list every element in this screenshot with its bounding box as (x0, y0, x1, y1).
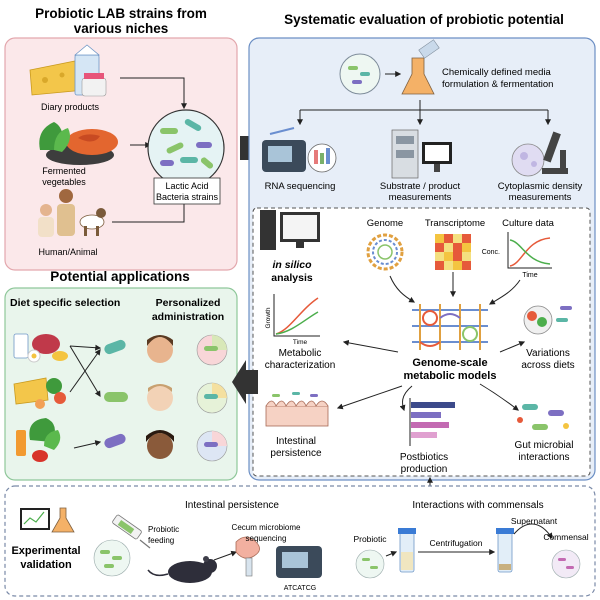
gut-interactions-icon (517, 404, 569, 430)
personalized-label-line1: Personalized (156, 297, 221, 309)
tube-2-icon (496, 528, 514, 573)
commensal-label: Commensal (543, 532, 588, 542)
lab-label-box (153, 177, 221, 205)
growth-axis-label: Growth (265, 307, 272, 328)
postbiotics-label-line2: production (401, 464, 448, 475)
diet-vegetables-icon (16, 418, 61, 462)
personalized-label-line2: administration (152, 311, 224, 323)
genome-label: Genome (367, 218, 403, 229)
variations-label-line2: across diets (521, 360, 574, 371)
metabolic-label-line2: characterization (265, 360, 336, 371)
substrate-label-line2: measurements (389, 192, 452, 203)
personalized-pie-2 (196, 382, 228, 414)
growth-time-label: Time (293, 339, 308, 346)
gut-label-line1: Gut microbial (515, 440, 574, 451)
sources-title-line1: Probiotic LAB strains from (35, 6, 207, 21)
commensal-petri-icon (551, 549, 581, 579)
person-face-2 (147, 384, 173, 411)
diet-bacterium-teal (104, 339, 126, 355)
fermented-vegetables-icon (39, 122, 118, 165)
centrifugation-label: Centrifugation (430, 538, 483, 548)
transcriptome-heatmap-icon (435, 234, 471, 270)
cecum-label-line2: sequencing (246, 534, 287, 543)
diet-selection-label: Diet specific selection (10, 297, 120, 309)
fermented-label-line1: Fermented (42, 166, 86, 176)
intestinal-label-line1: Intestinal (276, 436, 316, 447)
substrate-label-line1: Substrate / product (380, 181, 461, 192)
genome-circle-icon (366, 233, 404, 271)
mouse-icon (147, 556, 217, 583)
validation-label-line1: Experimental (11, 545, 80, 557)
model-label-line1: Genome-scale (412, 357, 487, 369)
validation-label-line2: validation (20, 559, 72, 571)
tube-1-icon (398, 528, 416, 573)
diet-bacterium-purple (104, 433, 126, 449)
big-arrow-left (232, 360, 258, 404)
rna-sequencer-icon (262, 127, 337, 173)
hplc-instrument-icon (391, 129, 452, 179)
conc-axis-label: Conc. (482, 249, 500, 256)
transcriptome-label: Transcriptome (425, 218, 485, 229)
gut-label-line2: interactions (518, 452, 569, 463)
syringe-icon (112, 514, 151, 549)
personalized-pie-3 (196, 430, 228, 462)
rna-seq-label: RNA sequencing (265, 181, 336, 192)
probiotic-feeding-line2: feeding (148, 536, 174, 545)
culture-data-chart-icon (507, 232, 552, 269)
validation-panel (4, 485, 596, 597)
cecum-label-line1: Cecum microbiome (232, 523, 301, 532)
human-animal-label: Human/Animal (38, 247, 97, 257)
microscope-icon (511, 131, 568, 177)
evaluation-title: Systematic evaluation of probiotic poten… (284, 12, 564, 27)
diet-variation-icon (523, 305, 572, 335)
diet-bacterium-green (104, 392, 128, 402)
supernatant-label: Supernatant (511, 516, 558, 526)
postbiotics-label-line1: Postbiotics (400, 452, 448, 463)
diet-meat-icon (13, 333, 68, 363)
intestinal-persistence-heading: Intestinal persistence (185, 500, 279, 511)
sources-title-line2: various niches (74, 21, 169, 36)
fermented-label-line2: vegetables (42, 177, 86, 187)
computer-icon (260, 210, 320, 250)
diary-products-label: Diary products (41, 102, 100, 112)
insilico-label-rest: analysis (271, 272, 313, 284)
media-label-line1: Chemically defined media (442, 67, 551, 78)
media-label-line2: formulation & fermentation (442, 79, 553, 90)
metabolic-label-line1: Metabolic (279, 348, 322, 359)
media-fermentation-icon (339, 39, 440, 95)
density-label-line2: measurements (509, 192, 572, 203)
diet-cheese-icon (13, 377, 66, 409)
probiotic-label: Probiotic (353, 534, 387, 544)
density-label-line1: Cytoplasmic density (498, 181, 583, 192)
probiotic-petri-icon (355, 549, 385, 579)
person-face-1 (147, 335, 173, 363)
model-label-line2: metabolic models (404, 370, 497, 382)
growth-chart-icon (273, 294, 320, 337)
human-animal-icon (38, 189, 106, 237)
sequencer-icon (276, 546, 322, 578)
culture-data-label: Culture data (502, 218, 554, 229)
applications-title: Potential applications (50, 269, 190, 284)
metabolic-network-icon (412, 304, 488, 350)
bacteria-cluster-icon (93, 539, 131, 577)
intestinal-label-line2: persistence (270, 448, 322, 459)
postbiotics-bar-icon (409, 398, 455, 446)
validation-monitor-icon (20, 507, 75, 533)
lab-bacteria-icons (160, 119, 214, 169)
probiotic-feeding-line1: Probiotic (148, 525, 179, 534)
dairy-products-icon (29, 44, 107, 97)
sequence-readout: ATCATCG (284, 585, 316, 592)
person-face-3 (146, 430, 174, 459)
interactions-heading: Interactions with commensals (412, 500, 543, 511)
variations-label-line1: Variations (526, 348, 570, 359)
time-axis-label: Time (522, 272, 537, 279)
lab-label-line1: Lactic Acid (165, 181, 208, 191)
intestine-icon (265, 392, 329, 427)
cecum-icon (235, 536, 260, 577)
insilico-label-italic: in silico (272, 259, 312, 271)
lab-label-line2: Bacteria strains (156, 192, 219, 202)
personalized-pie-1 (196, 334, 228, 366)
